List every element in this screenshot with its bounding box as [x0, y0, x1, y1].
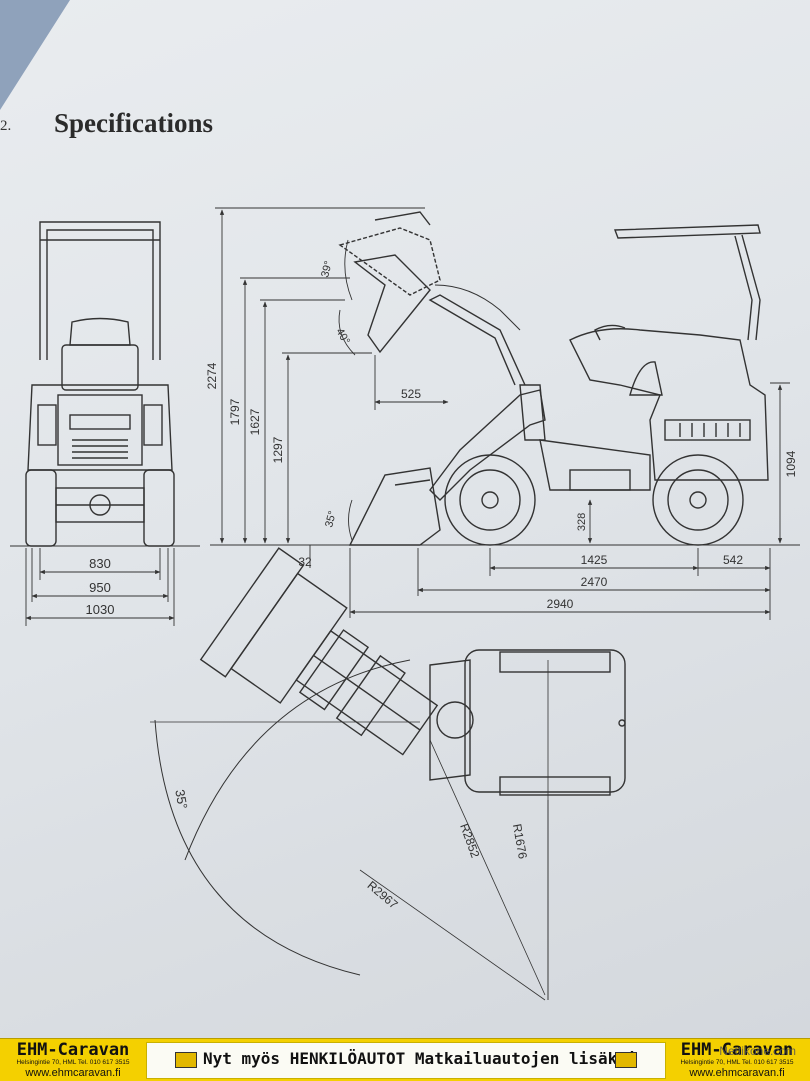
- brand-block-right[interactable]: EHM-Caravan Helsingintie 70, HML Tel. 01…: [666, 1041, 808, 1079]
- brand-name: EHM-Caravan: [680, 1040, 794, 1060]
- dim-dump-height: 1627: [248, 408, 262, 435]
- brand-block-left[interactable]: EHM-Caravan Helsingintie 70, HML Tel. 01…: [2, 1041, 144, 1079]
- dim-overall-width: 1030: [86, 602, 115, 617]
- brand-name: EHM-Caravan: [16, 1040, 130, 1060]
- dim-cab-height: 1094: [784, 450, 798, 477]
- dim-rear-overhang: 542: [723, 553, 743, 567]
- dim-dig-depth: 32: [298, 555, 312, 569]
- dim-length-no-bucket: 2470: [581, 575, 608, 589]
- dim-dump-reach: 525: [401, 387, 421, 401]
- brand-url[interactable]: www.ehmcaravan.fi: [689, 1066, 785, 1079]
- page-corner: [0, 0, 70, 110]
- advert-banner[interactable]: EHM-Caravan Helsingintie 70, HML Tel. 01…: [0, 1038, 810, 1081]
- brand-address: Helsingintie 70, HML Tel. 010 617 3515: [16, 1059, 130, 1066]
- dim-track-inner: 830: [89, 556, 111, 571]
- slogan-box[interactable]: Nyt myös HENKILÖAUTOT Matkailuautojen li…: [146, 1042, 666, 1079]
- mini-logo-icon: [615, 1052, 637, 1068]
- dim-max-pin-height: 2274: [205, 362, 219, 389]
- dim-ground-clearance: 328: [576, 513, 588, 531]
- dim-mid-radius: R2852: [457, 822, 482, 860]
- dim-height-1797: 1797: [228, 398, 242, 425]
- watermark: Nettikone.com: [719, 1044, 796, 1058]
- dim-height-1297: 1297: [271, 436, 285, 463]
- dim-wheelbase: 1425: [581, 553, 608, 567]
- dim-articulation-angle: 35°: [172, 788, 190, 810]
- page-title: Specifications: [54, 108, 213, 138]
- front-dimensions: [25, 548, 175, 626]
- dim-overall-length: 2940: [547, 597, 574, 611]
- side-view: [210, 211, 800, 546]
- dim-track-outer: 950: [89, 580, 111, 595]
- dim-dump-angle: 40°: [333, 326, 352, 346]
- mini-logo-icon: [175, 1052, 197, 1068]
- section-number: 2.: [0, 118, 12, 134]
- front-view: [10, 221, 200, 547]
- brand-url[interactable]: www.ehmcaravan.fi: [25, 1066, 121, 1079]
- dim-rollback-angle: 39°: [319, 260, 335, 279]
- technical-drawing: 830 950 1030: [10, 207, 800, 1001]
- top-view: [150, 547, 626, 1001]
- side-dimensions: [215, 207, 790, 620]
- dim-ground-angle: 35°: [323, 510, 339, 529]
- slogan-text: Nyt myös HENKILÖAUTOT Matkailuautojen li…: [203, 1049, 637, 1068]
- dim-inner-radius: R1676: [510, 823, 530, 861]
- brand-address: Helsingintie 70, HML Tel. 010 617 3515: [680, 1059, 794, 1066]
